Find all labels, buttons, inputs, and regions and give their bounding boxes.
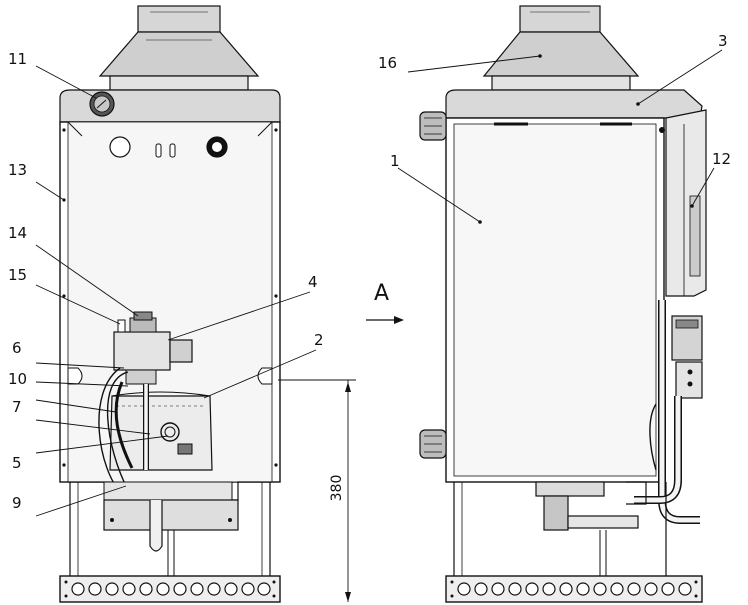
front-base-plate [59,575,281,603]
callout-2: 2 [314,331,324,349]
view-arrow-a: A [366,281,404,324]
front-flue-hood [98,5,260,91]
panel-opening [109,136,131,158]
dimension-380: 380 [278,379,356,602]
callout-15: 15 [8,266,27,284]
pipe-connection-lower [419,429,447,459]
dimension-value: 380 [329,475,345,502]
callout-16: 16 [378,54,397,72]
side-flue-hood [482,5,640,91]
front-callouts: 11 13 14 15 4 2 6 10 7 5 9 [8,50,324,512]
pipe-connection-upper [419,111,447,141]
gas-pipes-wiring [98,367,193,495]
front-view: 11 13 14 15 4 2 6 10 7 5 9 [8,5,324,603]
front-leader-lines [35,65,317,517]
callout-14: 14 [8,224,27,242]
view-letter-a: A [374,281,389,306]
gas-valve [113,311,193,385]
side-top-cover [445,89,703,119]
callout-10: 10 [8,370,27,388]
callout-5: 5 [12,454,22,472]
side-callouts: 16 3 1 12 [378,32,731,170]
burner-tray [103,499,239,552]
rear-column [659,109,707,297]
callout-9: 9 [12,494,22,512]
callout-13: 13 [8,161,27,179]
side-base-plate [445,575,703,603]
thermometer-gauge [89,91,115,117]
side-leader-lines [397,49,723,223]
front-top-cover [59,89,281,123]
rear-controls [671,315,703,399]
callout-12: 12 [712,150,731,168]
callout-3: 3 [718,32,728,50]
callout-1: 1 [390,152,400,170]
side-burner-assembly [535,481,647,531]
callout-7: 7 [12,398,22,416]
callout-6: 6 [12,339,22,357]
callout-11: 11 [8,50,27,68]
side-view: 16 3 1 12 [378,5,731,603]
callout-4: 4 [308,273,318,291]
